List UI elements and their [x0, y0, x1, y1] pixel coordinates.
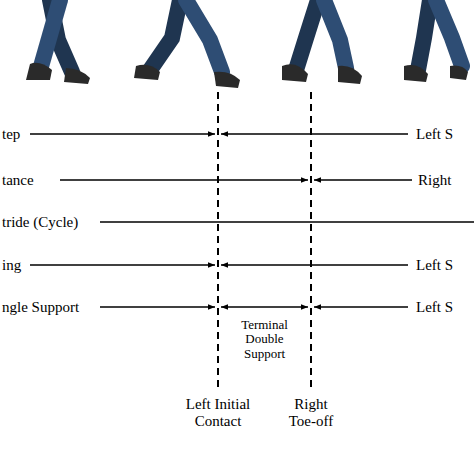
event-label: Right Toe-off: [280, 396, 342, 429]
event-label: Left Initial Contact: [185, 396, 251, 429]
phase-label: tep: [2, 126, 20, 143]
phase-label: tride (Cycle): [2, 214, 78, 231]
phase-arrows: [30, 134, 474, 307]
phase-note: Terminal Double Support: [227, 318, 303, 361]
phase-label: Left S: [416, 126, 453, 143]
phase-label: Left S: [416, 257, 453, 274]
phase-label: ing: [2, 257, 21, 274]
phase-label: tance: [2, 172, 34, 189]
event-line: [217, 92, 219, 390]
phase-label: ngle Support: [2, 299, 79, 316]
phase-label: Left S: [416, 299, 453, 316]
event-line: [310, 92, 312, 390]
phase-label: Right: [418, 172, 451, 189]
leg-figures: [26, 0, 468, 88]
